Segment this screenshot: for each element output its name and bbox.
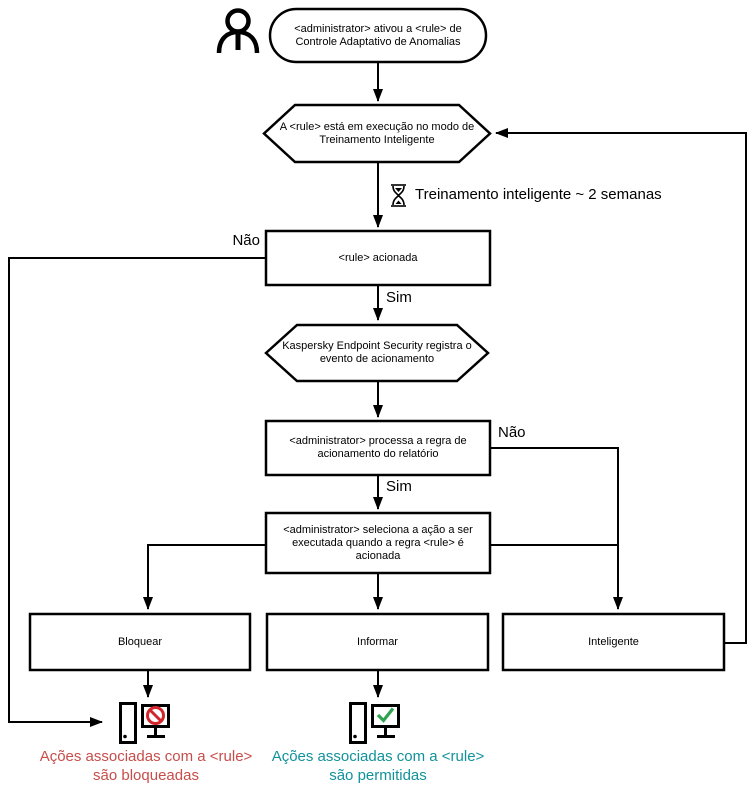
kes-registers-node-shape xyxy=(264,323,490,383)
blocked-caption-line1: Ações associadas com a <rule> xyxy=(39,748,253,765)
edge-label-sim-rule: Sim xyxy=(386,289,412,306)
check-mark-icon xyxy=(376,707,395,723)
blocked-caption-line2: são bloqueadas xyxy=(93,767,199,784)
edge-label-nao-left: Não xyxy=(232,232,260,249)
prohibition-sign-icon xyxy=(146,706,165,725)
tower-led-dot xyxy=(353,734,357,739)
allowed-caption-line1: Ações associadas com a <rule> xyxy=(271,748,485,765)
smart-action-node-label: Inteligente xyxy=(588,635,639,648)
allowed-caption-line2: são permitidas xyxy=(329,767,427,784)
admin-selects-node-shape xyxy=(264,511,492,575)
admin-processes-node-label: <administrator> processa a regra de acio… xyxy=(289,435,467,460)
connector-select-to-block xyxy=(143,544,266,610)
tower-led-dot xyxy=(123,734,127,739)
kes-registers-node-label: Kaspersky Endpoint Security registra o e… xyxy=(282,340,472,365)
blocked-caption: Ações associadas com a <rule> são bloque… xyxy=(28,747,264,785)
block-action-node-label: Bloquear xyxy=(117,635,163,648)
allowed-caption: Ações associadas com a <rule> são permit… xyxy=(258,747,498,785)
inform-action-node-label: Informar xyxy=(357,635,398,648)
smart-action-node-shape xyxy=(501,612,726,672)
computer-allowed-icon xyxy=(349,702,400,744)
start-node-label: <administrator> ativou a <rule> de Contr… xyxy=(294,23,462,48)
edge-label-nao-right: Não xyxy=(498,424,526,441)
connector-nao-loop-to-blocked xyxy=(8,257,266,727)
rule-triggered-node-label: <rule> acionada xyxy=(338,251,418,264)
edge-label-sim-report: Sim xyxy=(386,478,412,495)
connector-smart-loop-to-training xyxy=(495,128,747,644)
computer-blocked-icon xyxy=(119,702,170,744)
admin-selects-node-label: <administrator> seleciona a ação a ser e… xyxy=(283,523,473,562)
connector-nao-to-smart xyxy=(490,447,623,610)
training-duration-label: Treinamento inteligente ~ 2 semanas xyxy=(415,186,662,203)
rule-triggered-node-shape xyxy=(264,229,492,287)
inform-action-node-shape xyxy=(265,612,490,672)
training-mode-node-label: A <rule> está em execução no modo de Tre… xyxy=(279,121,475,146)
start-node-shape xyxy=(268,7,488,64)
person-icon xyxy=(216,8,260,54)
admin-processes-node-shape xyxy=(264,419,492,477)
hourglass-icon xyxy=(391,184,406,207)
block-action-node-shape xyxy=(28,612,252,672)
training-mode-node-shape xyxy=(262,103,492,164)
